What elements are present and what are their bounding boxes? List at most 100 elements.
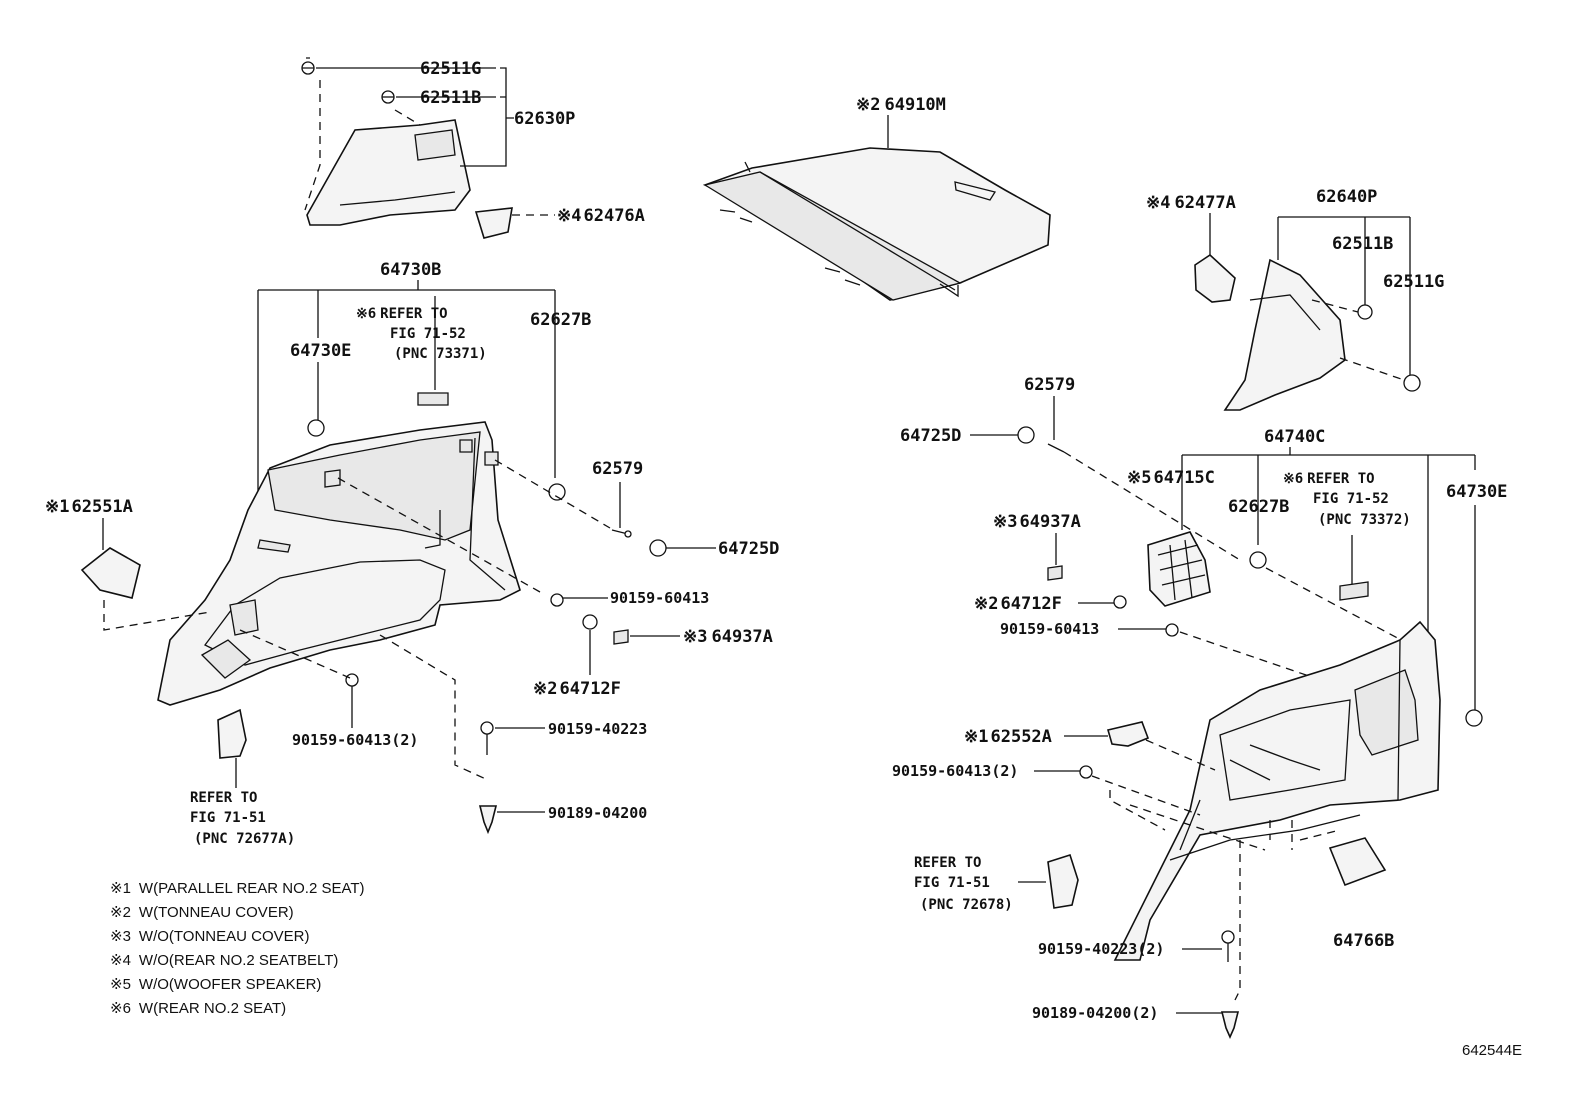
quarter-trim-right (1113, 620, 1441, 961)
label-62476a: 62476A (583, 206, 644, 226)
screw-62579-right-icon (1047, 443, 1065, 453)
cover-62477a-icon (1194, 253, 1236, 303)
label-64910m: 64910M (884, 95, 945, 115)
svg-text:※1W(PARALLEL REAR NO.2 SEAT): ※1W(PARALLEL REAR NO.2 SEAT) (110, 880, 365, 897)
svg-text:※4W/O(REAR NO.2 SEATBELT): ※4W/O(REAR NO.2 SEATBELT) (110, 952, 338, 969)
label-62552a: 62552A (990, 727, 1051, 747)
label-62627b-left: 62627B (530, 310, 591, 330)
clip-62511b-top-icon (381, 90, 395, 104)
grommet-72677a-icon (217, 708, 247, 759)
figure-id: 642544E (1462, 1042, 1522, 1059)
ref-73372-line2: FIG 71-52 (1313, 491, 1389, 507)
clip-62511b-right-icon (1357, 304, 1373, 320)
note-6-marker: ※6 (110, 1000, 131, 1017)
clip-64725d-right-icon (1017, 426, 1035, 444)
label-64715c: 64715C (1153, 468, 1214, 488)
marker-3-a: ※3 (683, 627, 707, 647)
label-90189-04200-2-right: 90189-04200(2) (1032, 1004, 1158, 1022)
label-64725d-right: 64725D (900, 426, 961, 446)
marker-1-b: ※1 (964, 727, 988, 747)
label-64730e-right: 64730E (1446, 482, 1507, 502)
ref-72678-line2: FIG 71-51 (914, 875, 990, 891)
note-1-text: W(PARALLEL REAR NO.2 SEAT) (139, 880, 365, 897)
label-62630p: 62630P (514, 109, 575, 129)
tonneau-cover (702, 147, 1051, 301)
label-62511b-right: 62511B (1332, 234, 1393, 254)
clip-64730e-left-icon (307, 419, 325, 437)
ref-73372-line3: (PNC 73372) (1318, 512, 1411, 528)
ref-73371-line1: REFER TO (380, 306, 447, 322)
label-90159-60413-right: 90159-60413 (1000, 620, 1099, 638)
clip-64937a-right-icon (1047, 565, 1063, 581)
clip-90189-04200-2-right-icon (1220, 1011, 1240, 1039)
label-62640p: 62640P (1316, 187, 1377, 207)
marker-3-b: ※3 (993, 512, 1017, 532)
upper-pillar-trim-right (1223, 258, 1346, 411)
label-62477a: 62477A (1174, 193, 1235, 213)
label-62551a: 62551A (71, 497, 132, 517)
cover-62476a-icon (474, 207, 513, 239)
marker-4-a: ※4 (557, 206, 581, 226)
speaker-cover-64715c (1147, 531, 1211, 607)
note-3-text: W/O(TONNEAU COVER) (139, 928, 310, 945)
ref-73371-line2: FIG 71-52 (390, 326, 466, 342)
svg-text:※5W/O(WOOFER SPEAKER): ※5W/O(WOOFER SPEAKER) (110, 976, 321, 993)
ref-72677a-line2: FIG 71-51 (190, 810, 266, 826)
bracket-73371-icon (417, 392, 449, 406)
screw-90159-60413-2-left-icon (345, 673, 359, 687)
screw-90159-60413-2-right-icon (1079, 765, 1093, 779)
screw-62579-left-icon (611, 529, 632, 538)
cover-64766b-icon (1328, 837, 1387, 887)
label-64937a-right: 64937A (1019, 512, 1080, 532)
label-64712f-right: 64712F (1000, 594, 1061, 614)
note-2-text: W(TONNEAU COVER) (139, 904, 294, 921)
note-4-marker: ※4 (110, 952, 131, 969)
clip-62627b-left-icon (548, 483, 566, 501)
ref-73371-line3: (PNC 73371) (394, 346, 487, 362)
label-64730e-left: 64730E (290, 341, 351, 361)
label-62579-right: 62579 (1024, 375, 1075, 395)
svg-text:※2W(TONNEAU COVER): ※2 W(TONNEAU COVER) (110, 904, 294, 921)
marker-6-b: ※6 (1283, 471, 1303, 487)
marker-4-b: ※4 (1146, 193, 1170, 213)
marker-2-b: ※2 (533, 679, 557, 699)
ref-72677a-line3: (PNC 72677A) (194, 831, 295, 847)
quarter-trim-left (157, 421, 521, 706)
label-90159-40223-left: 90159-40223 (548, 720, 647, 738)
label-64766b: 64766B (1333, 931, 1394, 951)
label-64740c: 64740C (1264, 427, 1325, 447)
ref-73372-line1: REFER TO (1307, 471, 1374, 487)
ref-72678-line3: (PNC 72678) (920, 897, 1013, 913)
bracket-73372-icon (1339, 581, 1369, 601)
clip-64712f-right-icon (1113, 595, 1127, 609)
label-90159-60413-2-right: 90159-60413(2) (892, 762, 1018, 780)
label-62627b-right: 62627B (1228, 497, 1289, 517)
label-64937a-left: 64937A (711, 627, 772, 647)
clip-64712f-left-icon (582, 614, 598, 630)
note-2-marker: ※2 (110, 904, 131, 921)
screw-90159-40223-left-icon (480, 721, 494, 755)
cover-62551a-icon (80, 547, 141, 599)
screw-90159-40223-2-right-icon (1221, 930, 1235, 962)
marker-5-a: ※5 (1127, 468, 1151, 488)
label-90159-60413-left: 90159-60413 (610, 589, 709, 607)
label-64725d-left: 64725D (718, 539, 779, 559)
cover-62552a-icon (1107, 721, 1150, 747)
screw-90159-60413-right-icon (1165, 623, 1179, 637)
clip-62511g-top-icon (301, 57, 315, 75)
ref-72678-line1: REFER TO (914, 855, 981, 871)
clip-90189-04200-left-icon (478, 805, 498, 835)
clip-64725d-left-icon (649, 539, 667, 557)
